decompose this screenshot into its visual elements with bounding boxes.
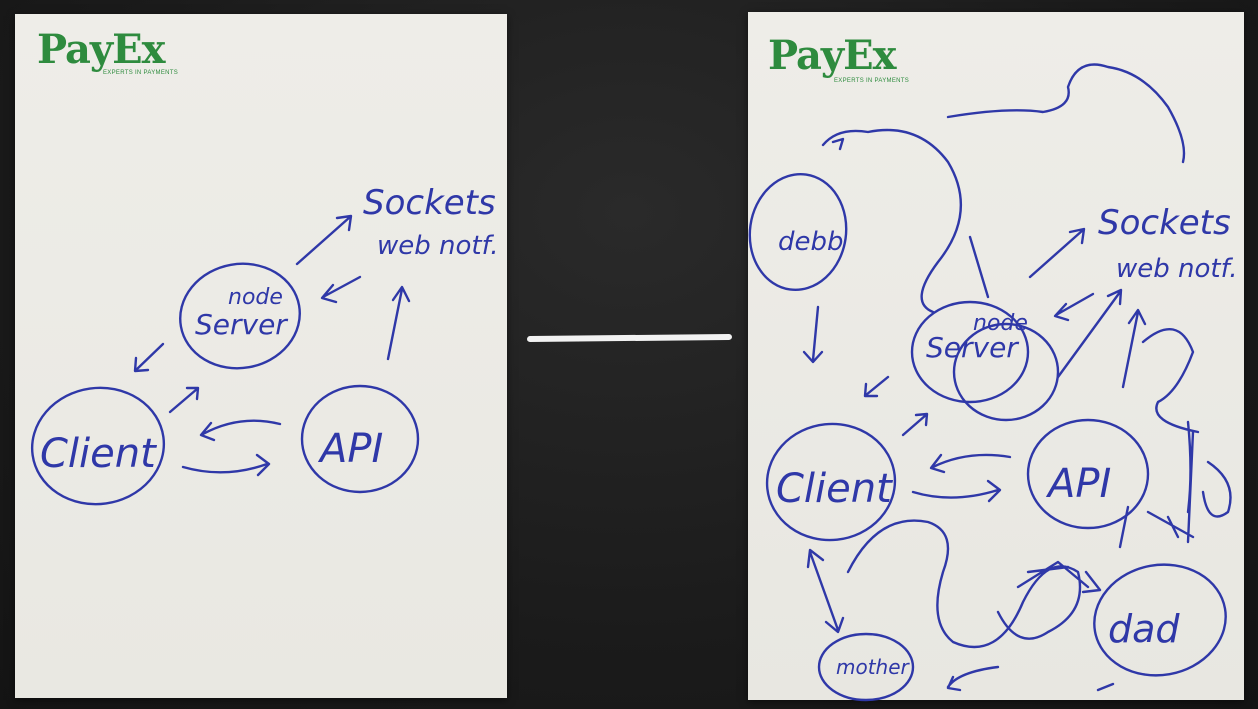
- client-label: Client: [40, 431, 157, 477]
- api-circle: [300, 384, 420, 494]
- scribble-top: [821, 63, 1186, 314]
- arrow-api-to-sockets: [1121, 308, 1147, 389]
- sockets-label: Sockets: [363, 183, 496, 223]
- scribble-bottom-2: [946, 665, 1115, 692]
- node-server-circle: [179, 262, 301, 370]
- left-diagram: node Server Client API Sockets web notf.: [30, 183, 499, 506]
- arrow-server-to-client: [133, 342, 165, 373]
- arrow-server-to-client: [863, 375, 890, 398]
- node-server-circle: [910, 300, 1030, 404]
- scribble-bottom: [846, 519, 1102, 649]
- dad-label: dad: [1108, 607, 1180, 651]
- right-diagram: debb node Server Sockets web notf. Clien…: [748, 63, 1238, 702]
- mother-circle: [817, 632, 915, 702]
- arrow-sockets-to-server: [1053, 292, 1095, 322]
- arrow-scribble-down: [802, 305, 824, 364]
- right-paper-sheet: PayEx EXPERTS IN PAYMENTS debb node Serv…: [748, 12, 1244, 702]
- separator-stroke: [526, 333, 733, 343]
- node-server-circle-extra: [952, 322, 1060, 422]
- node-server-label-1: node: [973, 311, 1028, 336]
- arrow-api-to-client: [199, 419, 282, 442]
- mother-label: mother: [836, 655, 911, 679]
- scribble-right: [1118, 327, 1232, 549]
- arrow-server-to-sockets: [1028, 227, 1086, 279]
- scribble-label: debb: [778, 227, 844, 257]
- client-circle: [30, 386, 166, 506]
- node-server-label-2: Server: [195, 308, 288, 341]
- arrow-client-to-server: [901, 412, 929, 437]
- api-label: API: [1045, 461, 1111, 507]
- arrow-server-to-sockets: [295, 214, 353, 266]
- arrow-api-to-client: [929, 453, 1012, 474]
- arrow-client-to-server: [168, 386, 200, 414]
- sockets-label: Sockets: [1098, 203, 1231, 243]
- arrow-api-to-sockets: [386, 285, 411, 361]
- payex-logo: PayEx: [37, 26, 165, 73]
- scribble-hook: [831, 137, 845, 151]
- web-notf-label: web notf.: [1116, 254, 1238, 284]
- node-server-label-1: node: [228, 285, 283, 310]
- scribble-circle: [748, 172, 848, 292]
- client-label: Client: [776, 466, 893, 512]
- node-server-label-2: Server: [926, 331, 1019, 364]
- arrow-client-to-api: [911, 479, 1002, 503]
- api-label: API: [317, 426, 383, 472]
- arrow-extra-1: [1056, 288, 1123, 379]
- payex-tagline: EXPERTS IN PAYMENTS: [834, 78, 910, 84]
- api-circle: [1026, 418, 1150, 530]
- web-notf-label: web notf.: [377, 231, 499, 261]
- client-circle: [765, 422, 897, 542]
- dad-circle: [1093, 563, 1227, 677]
- arrow-sockets-to-server: [320, 275, 362, 304]
- left-paper-sheet: PayEx EXPERTS IN PAYMENTS node Server Cl…: [15, 14, 507, 698]
- payex-logo: PayEx: [768, 32, 896, 79]
- arrow-client-to-api: [181, 453, 271, 477]
- arrow-client-mother: [806, 548, 845, 634]
- payex-tagline: EXPERTS IN PAYMENTS: [103, 70, 179, 76]
- server-connector: [968, 235, 990, 299]
